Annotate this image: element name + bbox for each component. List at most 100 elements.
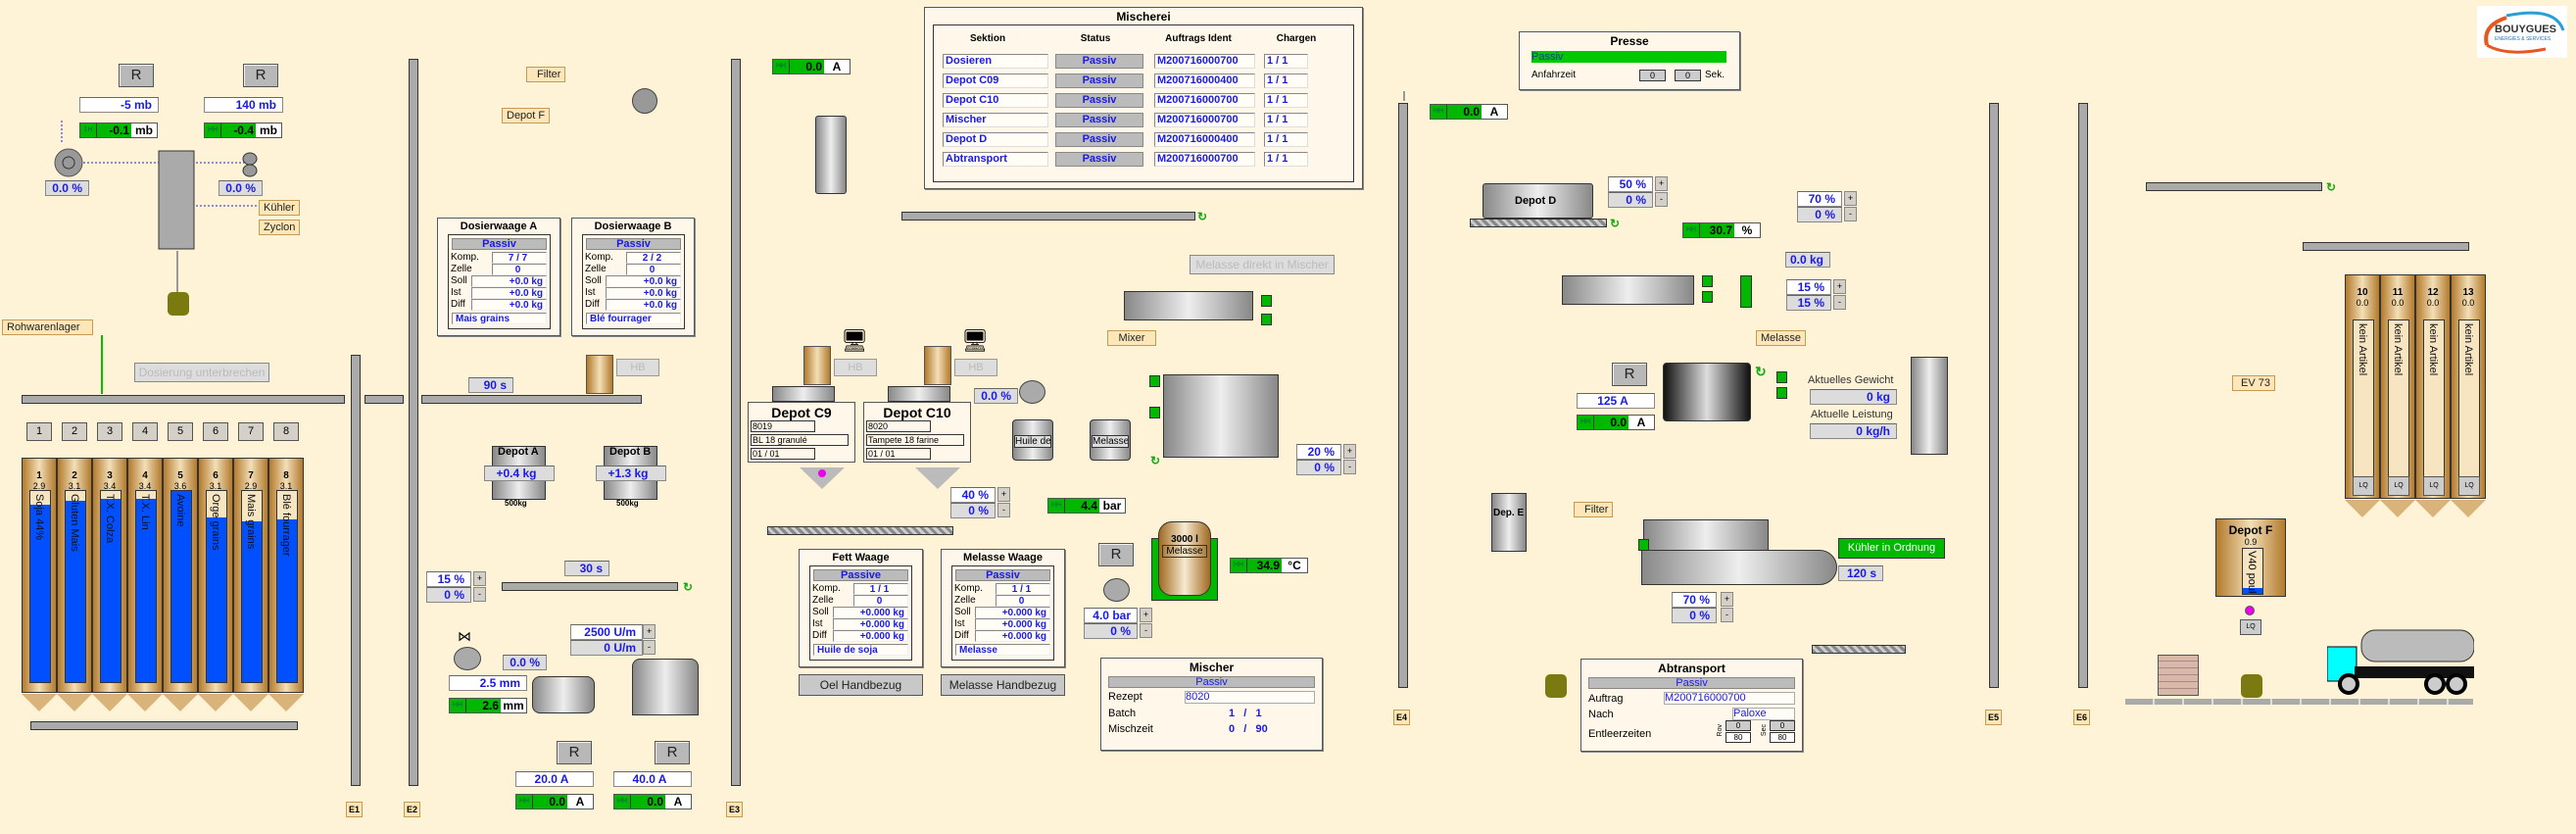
oel-handbezug-button[interactable]: Oel Handbezug [799, 674, 923, 696]
cell-button-5[interactable]: 5 [168, 422, 193, 441]
cell-button-7[interactable]: 7 [238, 422, 264, 441]
row-chargen: 1 / 1 [1264, 74, 1308, 88]
dosing-plus-button[interactable]: + [473, 571, 486, 586]
cell-button-1[interactable]: 1 [26, 422, 52, 441]
value: 0 [1866, 390, 1873, 404]
tag-zyclon[interactable]: Zyclon [259, 220, 301, 235]
mill2-reset-button[interactable]: R [655, 741, 690, 764]
fan-speed-pct: 0.0 % [45, 180, 89, 196]
tag-depot-f[interactable]: Depot F [502, 108, 551, 123]
depot-d-minus-button[interactable]: - [1655, 192, 1668, 207]
screw-pct-setpoint[interactable]: 40 % [950, 487, 996, 503]
mill1-amp-setpoint[interactable]: 20.0 A [515, 771, 594, 787]
split-minus-button[interactable]: - [1844, 207, 1857, 221]
mill1-reset-button[interactable]: R [557, 741, 592, 764]
silo-level: 3.1 [68, 481, 81, 491]
tag-ev73[interactable]: EV 73 [2232, 375, 2275, 391]
melasse-direct-button[interactable]: Melasse direkt in Mischer [1190, 255, 1335, 274]
tag-melasse[interactable]: Melasse [1756, 330, 1806, 346]
depot-d-plus-button[interactable]: + [1655, 176, 1668, 191]
hand-bin-button[interactable]: HB [616, 359, 659, 376]
feed-setpoint[interactable]: 15 % [1786, 279, 1831, 295]
gap-setpoint[interactable]: 2.5 mm [449, 675, 527, 691]
value: 40 [961, 488, 975, 502]
speed-minus-button[interactable]: - [643, 640, 656, 655]
mixer-out-setpoint[interactable]: 20 % [1296, 444, 1341, 460]
tag-kuehler[interactable]: Kühler [259, 200, 300, 216]
pressure-setpoint[interactable]: 4.0 bar [1084, 608, 1138, 623]
feed-minus-button[interactable]: - [1833, 295, 1846, 310]
scale-status: Passiv [586, 238, 681, 250]
cooler-minus-button[interactable]: - [1721, 608, 1733, 622]
mixer-plus-button[interactable]: + [1343, 444, 1356, 459]
stop-dosing-button[interactable]: Dosierung unterbrechen [134, 363, 269, 382]
feed-plus-button[interactable]: + [1833, 279, 1846, 294]
dosing-minus-button[interactable]: - [473, 587, 486, 602]
silo-level: 3.6 [173, 481, 187, 491]
rov-setpoint[interactable]: 80 [1725, 732, 1751, 743]
filter-pressure-setpoint[interactable]: 140 mb [204, 97, 283, 113]
c9-hand-bin-button[interactable]: HB [834, 359, 877, 376]
unit: s [596, 562, 603, 575]
diff-value: +0.0 kg [606, 299, 681, 311]
fan-reset-button[interactable]: R [119, 64, 154, 87]
fan-pressure-setpoint[interactable]: -5 mb [79, 97, 159, 113]
dosing-pct-setpoint[interactable]: 15 % [426, 571, 471, 587]
cooler-plus-button[interactable]: + [1721, 592, 1733, 607]
cell-button-3[interactable]: 3 [97, 422, 122, 441]
cell-button-6[interactable]: 6 [203, 422, 228, 441]
depot-d-setpoint[interactable]: 50 % [1608, 176, 1653, 192]
cell-button-4[interactable]: 4 [132, 422, 158, 441]
value: 34.9 [1247, 559, 1282, 572]
cooler-setpoint[interactable]: 70 % [1672, 592, 1717, 608]
mill-speed-setpoint[interactable]: 2500 U/m [570, 624, 643, 640]
silo-cone [127, 694, 163, 711]
pressure-minus-button[interactable]: - [1140, 623, 1152, 638]
tag-rohwarenlager[interactable]: Rohwarenlager [2, 319, 93, 335]
filter-reset-button[interactable]: R [243, 64, 278, 87]
cell-button-8[interactable]: 8 [273, 422, 299, 441]
c10-hand-bin-button[interactable]: HB [954, 359, 997, 376]
melasse-handbezug-button[interactable]: Melasse Handbezug [941, 674, 1065, 696]
screw-plus-button[interactable]: + [997, 487, 1010, 502]
pressure-plus-button[interactable]: + [1140, 608, 1152, 622]
split-setpoint[interactable]: 70 % [1797, 191, 1842, 207]
speed-plus-button[interactable]: + [643, 624, 656, 639]
alarm-tag: HH [773, 60, 790, 74]
top-conveyor [22, 395, 345, 404]
screw-minus-button[interactable]: - [997, 503, 1010, 517]
value: 0.0 [225, 181, 242, 195]
mill2-amp-setpoint[interactable]: 40.0 A [613, 771, 692, 787]
tag-mixer[interactable]: Mixer [1107, 330, 1156, 346]
silo-article: Avoine [174, 494, 186, 527]
bottom-conveyor [30, 721, 298, 730]
press-amp-setpoint[interactable]: 125 A [1577, 393, 1655, 409]
cooler-status-button[interactable]: Kühler in Ordnung [1838, 538, 1945, 559]
cell-button-2[interactable]: 2 [62, 422, 87, 441]
silo-lq: LQ [2353, 476, 2374, 496]
pump-reset-button[interactable]: R [1098, 543, 1134, 566]
tag-filter-cooler[interactable]: Filter [1574, 502, 1614, 517]
silo-top-conveyor-2 [2303, 242, 2469, 251]
mixer-minus-button[interactable]: - [1343, 460, 1356, 474]
split-plus-button[interactable]: + [1844, 191, 1857, 206]
press-reset-button[interactable]: R [1612, 363, 1647, 386]
tag-filter[interactable]: Filter [526, 67, 566, 82]
value: 15 [1797, 296, 1811, 310]
sec-setpoint[interactable]: 80 [1770, 732, 1795, 743]
